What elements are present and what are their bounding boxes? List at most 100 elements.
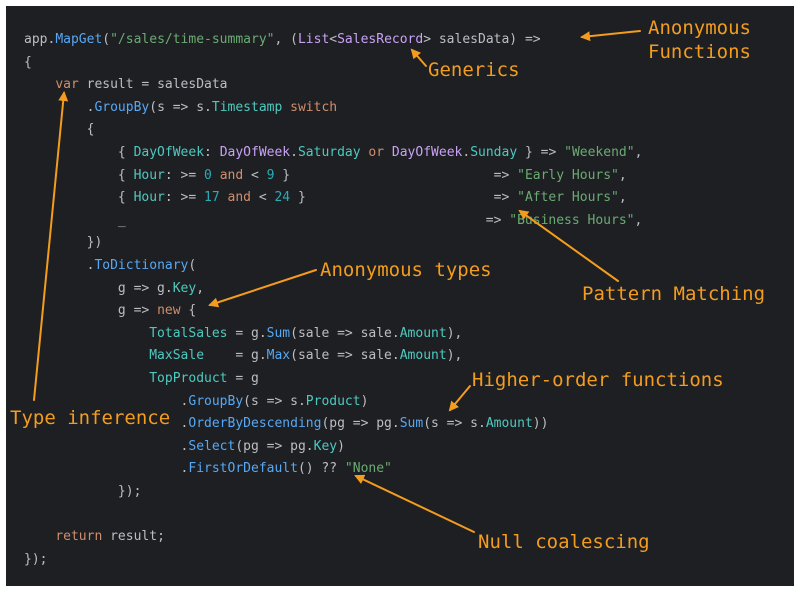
code-token: Amount	[399, 348, 447, 364]
code-line: .GroupBy(s => s.Product)	[24, 392, 369, 412]
code-token: .	[24, 393, 189, 409]
code-token: Max	[266, 348, 291, 364]
code-token: _ =>	[24, 212, 510, 228]
annotation-higher-order-functions: Higher-order functions	[472, 369, 724, 391]
code-token: Amount	[485, 416, 533, 432]
code-token: , (	[274, 32, 298, 47]
code-token: GroupBy	[188, 393, 244, 409]
code-token: "After Hours"	[517, 190, 619, 206]
code-token: g => g.	[24, 280, 173, 296]
code-token: MapGet	[55, 32, 103, 47]
code-token: ,	[618, 167, 627, 183]
code-token: ))	[532, 416, 549, 432]
code-token: {	[24, 145, 134, 160]
code-token: SalesRecord	[337, 32, 424, 47]
code-token: "Business Hours"	[509, 212, 635, 228]
code-token: "Early Hours"	[517, 167, 619, 183]
code-token: TopProduct	[149, 371, 228, 386]
code-token: });	[24, 551, 48, 567]
code-token: .	[24, 461, 189, 477]
code-token: = g.	[204, 348, 267, 364]
code-token: )	[337, 438, 345, 454]
code-token: <	[251, 190, 275, 206]
code-token: .	[24, 416, 189, 432]
code-token: > salesData) =>	[423, 32, 541, 47]
code-token: new	[157, 303, 181, 319]
code-token: FirstOrDefault	[188, 461, 298, 477]
code-token: .	[290, 145, 298, 160]
code-token: Sunday	[470, 145, 518, 160]
code-token: () ??	[297, 461, 345, 477]
code-token: {	[24, 54, 32, 70]
code-token: DayOfWeek	[219, 145, 291, 160]
code-token: (s => s.	[243, 393, 306, 409]
code-token	[24, 348, 149, 363]
code-line: { DayOfWeek: DayOfWeek.Saturday or DayOf…	[24, 143, 643, 163]
annotation-anonymous-types: Anonymous types	[320, 259, 492, 281]
code-token: switch	[290, 99, 338, 115]
code-token: TotalSales	[149, 325, 228, 341]
code-token: DayOfWeek	[391, 145, 463, 160]
code-token: {	[180, 303, 197, 319]
code-token: : >=	[164, 190, 205, 206]
code-token: } =>	[517, 145, 565, 160]
code-token: = g	[227, 371, 259, 386]
code-token	[282, 100, 290, 115]
code-token: Key	[172, 280, 197, 296]
code-token: result;	[102, 529, 165, 545]
code-line: })	[24, 233, 103, 253]
code-token: DayOfWeek	[133, 145, 205, 160]
code-token: {	[24, 167, 134, 183]
code-token: ,	[618, 190, 627, 206]
code-token: and	[227, 190, 251, 206]
code-token: (sale => sale.	[290, 325, 400, 341]
code-token: MaxSale	[149, 348, 205, 364]
code-token	[24, 529, 55, 544]
code-token: List	[297, 32, 330, 47]
code-token: 0	[204, 167, 212, 183]
code-token: Timestamp	[211, 99, 283, 115]
code-token: ),	[446, 348, 463, 364]
code-token: 9	[266, 167, 275, 183]
code-line: _ => "Business Hours",	[24, 211, 642, 231]
code-token: : >=	[164, 167, 205, 183]
code-token: ,	[634, 212, 643, 228]
code-token: (s => s.	[149, 99, 212, 115]
code-token	[24, 371, 149, 386]
code-line: g => g.Key,	[24, 279, 204, 299]
code-token: g =>	[24, 303, 158, 319]
code-token: (sale => sale.	[290, 348, 400, 364]
code-token: and	[219, 167, 244, 183]
code-token: (s => s.	[423, 416, 486, 432]
code-token: return	[55, 529, 103, 545]
code-token: Amount	[399, 325, 447, 341]
annotation-type-inference: Type inference	[10, 407, 171, 429]
code-token: Key	[313, 438, 338, 454]
code-line: TopProduct = g	[24, 369, 259, 389]
code-token: (pg => pg.	[235, 438, 314, 454]
code-token: (	[188, 258, 197, 273]
code-token: } =>	[290, 190, 518, 206]
code-line: var result = salesData	[24, 75, 228, 95]
code-line: g => new {	[24, 301, 196, 321]
code-line: TotalSales = g.Sum(sale => sale.Amount),	[24, 324, 462, 344]
code-token: or	[368, 145, 385, 160]
code-token: {	[24, 190, 134, 206]
code-token: Hour	[133, 190, 165, 206]
code-token: Sum	[399, 416, 424, 432]
code-line: MaxSale = g.Max(sale => sale.Amount),	[24, 346, 462, 366]
code-token: result = salesData	[78, 77, 228, 93]
code-token	[212, 168, 220, 183]
code-token: :	[204, 145, 220, 160]
code-line: .ToDictionary(	[24, 256, 197, 276]
code-token: .	[24, 99, 95, 115]
code-token: "Weekend"	[564, 145, 635, 160]
code-token: ),	[446, 325, 463, 341]
code-token	[384, 145, 392, 160]
code-token: Select	[188, 438, 236, 454]
code-token	[24, 77, 55, 92]
code-token: .	[24, 258, 95, 273]
code-token: 17	[204, 190, 220, 206]
code-line: });	[24, 550, 47, 570]
